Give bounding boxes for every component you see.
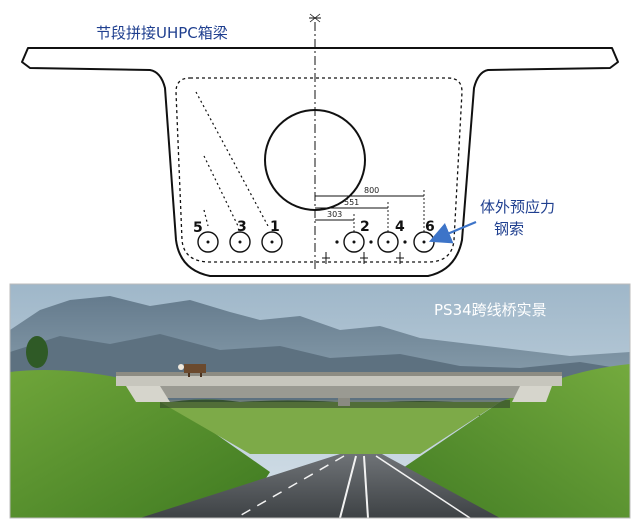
tendon-duct-1 xyxy=(261,231,283,253)
tendon-label-5: 5 xyxy=(193,220,203,236)
photo-road-markings xyxy=(235,455,471,519)
diagram-title: 节段拼接UHPC箱梁 xyxy=(96,24,228,42)
deviator-stubs xyxy=(322,252,404,264)
dimension-303: 303 xyxy=(327,210,342,219)
photo-road xyxy=(140,454,500,518)
tendon-duct-4 xyxy=(377,231,399,253)
photo-bridge-girder xyxy=(134,386,544,398)
tendon-duct-2 xyxy=(343,231,365,253)
tendon-label-1: 1 xyxy=(270,219,280,235)
overpass-photo: PS34跨线桥实景 xyxy=(10,284,630,519)
tendon-label-6: 6 xyxy=(425,219,435,235)
photo-bridge-pier xyxy=(338,398,350,406)
photo-grass-left xyxy=(10,370,270,518)
centerline-marker xyxy=(309,13,321,23)
photo-abutment-right xyxy=(512,386,552,402)
tendon-label-4: 4 xyxy=(395,219,405,235)
anchor-dots xyxy=(335,240,407,244)
photo-frame xyxy=(9,283,631,519)
callout-line-2: 钢索 xyxy=(494,220,524,238)
photo-grass-right xyxy=(400,364,630,518)
dimension-551: 551 xyxy=(344,198,359,207)
inner-void-outline xyxy=(175,77,463,263)
photo-abutment-left xyxy=(126,386,170,402)
photo-tree xyxy=(26,336,48,368)
tendon-label-2: 2 xyxy=(360,219,370,235)
tendon-duct-5 xyxy=(197,231,219,253)
callout-arrow xyxy=(428,220,477,244)
photo-cattle xyxy=(178,364,206,377)
photo-caption: PS34跨线桥实景 xyxy=(434,301,547,319)
tendon-ducts xyxy=(197,231,435,253)
tendon-profile-line xyxy=(195,91,269,227)
girder-outline xyxy=(21,47,619,277)
photo-bridge-shadow xyxy=(160,400,510,408)
central-void xyxy=(264,109,366,211)
tendon-duct-centers xyxy=(206,240,426,244)
photo-grass-middle xyxy=(160,402,500,454)
tendon-duct-3 xyxy=(229,231,251,253)
callout-line-1: 体外预应力 xyxy=(480,198,555,216)
dimension-800: 800 xyxy=(364,186,379,195)
photo-bridge-deck xyxy=(116,376,562,386)
box-girder-section: 800 551 303 5 3 1 2 4 xyxy=(21,13,619,277)
tendon-label-3: 3 xyxy=(237,219,247,235)
dimension-lines xyxy=(315,190,425,232)
photo-bridge-railing xyxy=(116,372,562,376)
